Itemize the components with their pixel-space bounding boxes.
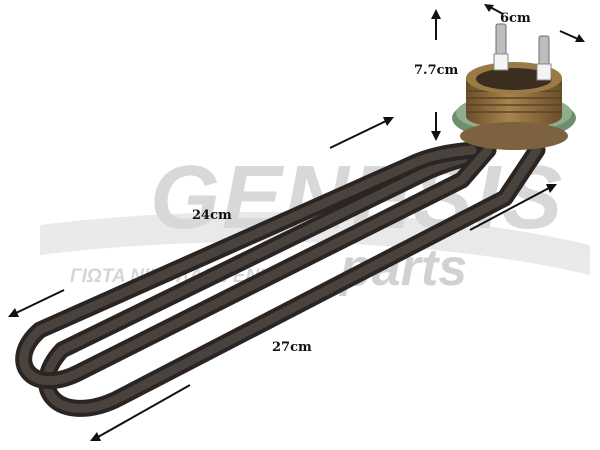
threaded-flange bbox=[452, 62, 576, 150]
arrow-width-right-icon bbox=[559, 30, 585, 42]
arrow-lower-left-icon bbox=[8, 289, 65, 317]
dimension-inner-length-label: 24cm bbox=[192, 208, 232, 223]
terminals bbox=[493, 23, 552, 81]
arrow-right-side-icon bbox=[469, 184, 557, 231]
arrow-down-icon bbox=[431, 112, 441, 141]
heating-tube bbox=[15, 141, 546, 417]
dimension-arrows bbox=[8, 4, 585, 441]
dimension-height-label: 7.7cm bbox=[414, 63, 459, 78]
arrow-up-icon bbox=[431, 9, 441, 40]
arrow-bottom-left-icon bbox=[90, 384, 191, 441]
dimension-outer-length-label: 27cm bbox=[272, 340, 312, 355]
arrow-width-left-icon bbox=[484, 4, 504, 15]
arrow-upper-right-icon bbox=[329, 117, 394, 149]
dimension-width-label: 6cm bbox=[500, 11, 531, 26]
